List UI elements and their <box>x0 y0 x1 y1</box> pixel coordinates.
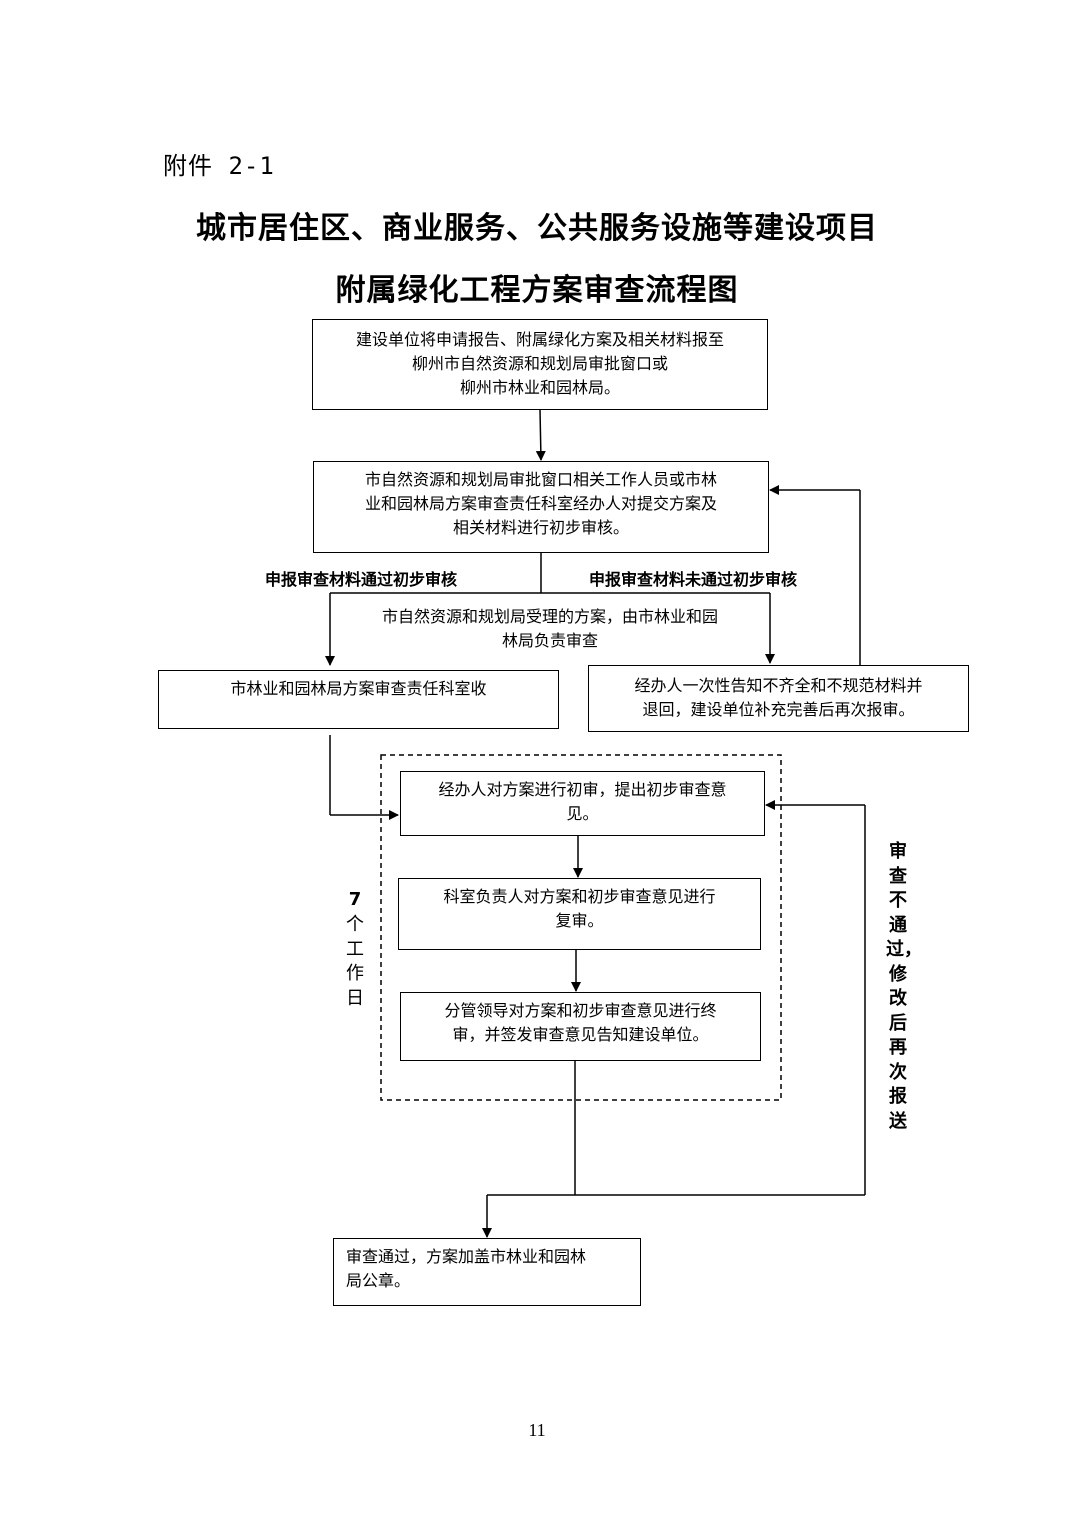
box-receive: 市林业和园林局方案审查责任科室收 <box>158 670 559 729</box>
label-pass: 申报审查材料通过初步审核 <box>265 570 458 589</box>
box-transfer-note: 市自然资源和规划局受理的方案，由市林业和园 林局负责审查 <box>345 605 755 653</box>
box-reject: 经办人一次性告知不齐全和不规范材料并 退回，建设单位补充完善后再次报审。 <box>588 665 969 732</box>
box-approved: 审查通过，方案加盖市林业和园林 局公章。 <box>333 1238 641 1306</box>
page-number: 11 <box>528 1420 546 1440</box>
title-line-2: 附属绿化工程方案审查流程图 <box>335 273 739 308</box>
label-days-text: 个工作日 <box>346 914 364 1009</box>
attachment-label: 附件 2-1 <box>163 152 275 180</box>
box-second-review: 科室负责人对方案和初步审查意见进行 复审。 <box>398 878 761 950</box>
arrow-submit-to-check <box>535 409 546 461</box>
label-days-number: 7 <box>348 889 362 910</box>
box-first-review: 经办人对方案进行初审，提出初步审查意 见。 <box>400 771 765 836</box>
label-fail: 申报审查材料未通过初步审核 <box>589 570 798 589</box>
box-submit: 建设单位将申请报告、附属绿化方案及相关材料报至 柳州市自然资源和规划局审批窗口或… <box>312 319 768 410</box>
box-final-review: 分管领导对方案和初步审查意见进行终 审，并签发审查意见告知建设单位。 <box>400 992 761 1061</box>
label-resubmit: 审查不通过，修改后再次报送 <box>886 841 922 1132</box>
title-line-1: 城市居住区、商业服务、公共服务设施等建设项目 <box>196 211 878 246</box>
box-initial-check: 市自然资源和规划局审批窗口相关工作人员或市林 业和园林局方案审查责任科室经办人对… <box>313 461 769 553</box>
seven-day-dashed-frame <box>380 754 782 1101</box>
